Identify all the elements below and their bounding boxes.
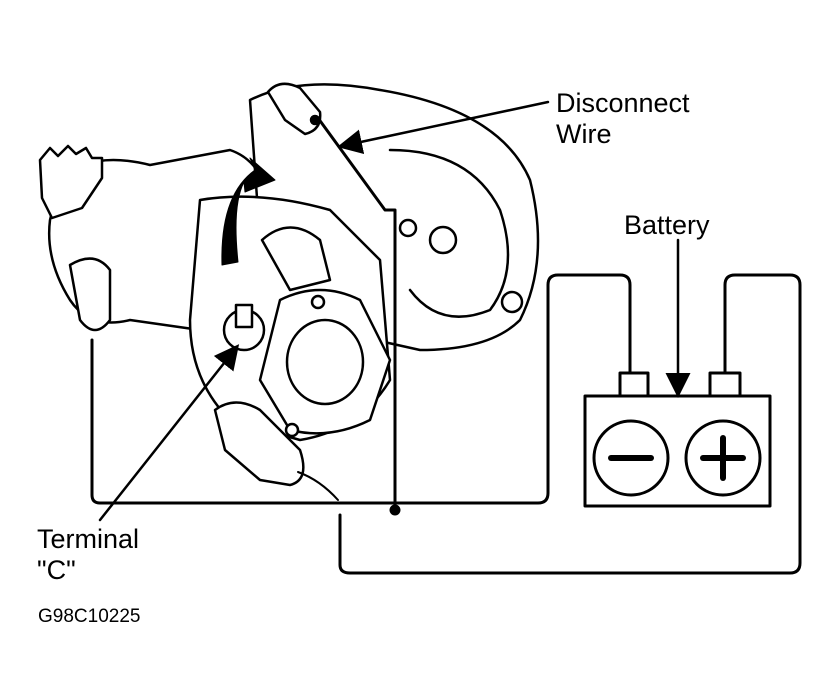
negative-post bbox=[618, 371, 650, 398]
disconnect-leader bbox=[337, 100, 550, 155]
positive-terminal-icon bbox=[684, 419, 762, 497]
ground-wire bbox=[90, 273, 632, 505]
terminal-c-label: Terminal"C" bbox=[37, 524, 140, 585]
positive-wire bbox=[338, 273, 802, 575]
battery-label: Battery bbox=[624, 210, 710, 240]
plate-dome bbox=[285, 318, 365, 406]
battery bbox=[583, 371, 772, 508]
rear-bolt bbox=[500, 290, 524, 314]
lead-wire bbox=[297, 471, 339, 501]
solenoid-endcap bbox=[388, 148, 510, 318]
wire-connector-top bbox=[266, 82, 322, 136]
side-bolt bbox=[398, 218, 418, 238]
disconnect-wire bbox=[316, 116, 397, 512]
terminal-c-stud bbox=[234, 303, 254, 329]
negative-terminal-icon bbox=[592, 419, 670, 497]
solenoid-bolt bbox=[428, 225, 458, 255]
boot bbox=[260, 226, 332, 292]
figure-code: G98C10225 bbox=[38, 606, 141, 627]
rotation-arrow-icon bbox=[221, 157, 276, 266]
starter-motor-illustration bbox=[38, 82, 540, 501]
battery-body bbox=[583, 394, 772, 508]
terminal-leader bbox=[98, 344, 240, 522]
pinion-gear bbox=[38, 144, 104, 220]
connector-lower bbox=[213, 401, 305, 487]
mounting-ear bbox=[68, 257, 112, 332]
junction-dot bbox=[389, 504, 401, 516]
positive-post bbox=[708, 371, 742, 398]
